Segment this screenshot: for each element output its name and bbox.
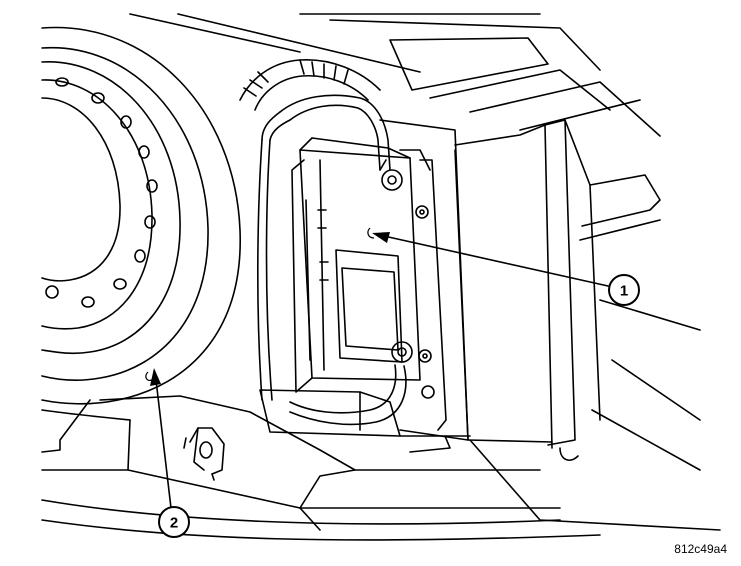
- cargo-floor-and-bumper: [41, 389, 601, 541]
- vehicle-body-panels: [129, 13, 721, 531]
- battery-negative-terminal: [391, 341, 413, 363]
- callout-arrowhead-1: [372, 232, 390, 243]
- figure-id: 812c49a4: [674, 542, 727, 556]
- wire-harness: [239, 59, 391, 401]
- battery-positive-terminal: [379, 159, 403, 191]
- wheel-lug-holes: [45, 77, 158, 308]
- callout-leader-2: [155, 379, 172, 509]
- callout-2: 2: [158, 506, 190, 538]
- spare-wheel: [41, 26, 241, 405]
- reference-hook-1: [367, 227, 375, 239]
- reference-hook-2: [145, 371, 153, 381]
- callout-2-label: 2: [170, 515, 178, 532]
- callout-1: 1: [608, 274, 640, 306]
- battery: [289, 137, 421, 426]
- tie-down-hook: [183, 427, 225, 481]
- callout-leader-1: [383, 235, 609, 287]
- callout-arrowhead-2: [150, 368, 161, 386]
- callout-1-label: 1: [620, 283, 628, 300]
